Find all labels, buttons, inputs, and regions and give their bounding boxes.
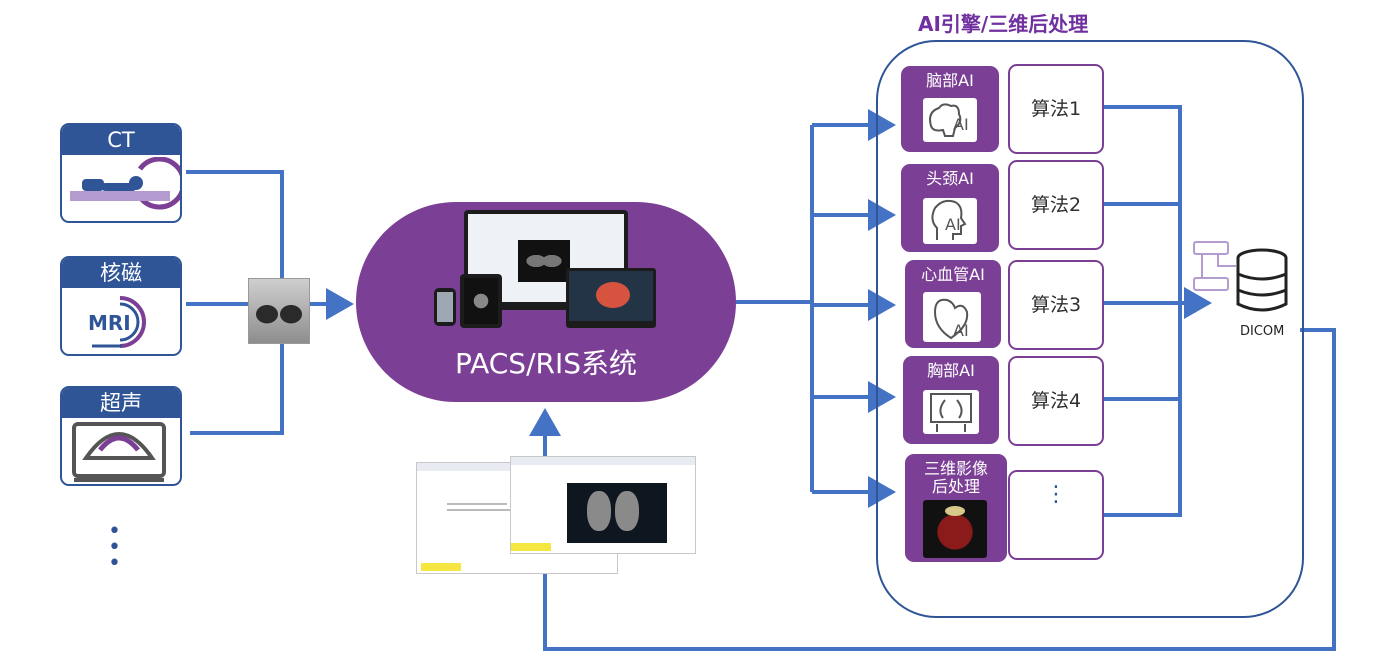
phone-image <box>434 288 456 326</box>
mri-icon: MRI <box>88 296 146 348</box>
algorithm-box-more: ⋮ <box>1008 470 1104 560</box>
svg-text:AI: AI <box>953 321 969 340</box>
us-line <box>190 342 284 435</box>
dicom-label: DICOM <box>1240 324 1285 339</box>
ai-module-brain: 脑部AI AI <box>901 66 999 152</box>
modality-label: 超声 <box>62 388 180 418</box>
ai-module-label-line1: 三维影像 <box>923 459 988 478</box>
workstation-screenshot-front <box>510 456 696 554</box>
ai-module-chest: 胸部AI <box>903 356 999 444</box>
svg-text:AI: AI <box>945 215 961 234</box>
dicom-database-icon <box>1193 241 1288 312</box>
ai-module-head-neck: 头颈AI AI <box>901 164 999 252</box>
algo1-line <box>1102 105 1182 517</box>
chest-xray-image <box>248 278 310 344</box>
ai-engine-panel <box>876 40 1304 618</box>
tablet-image <box>460 274 502 328</box>
algorithm-box-4: 算法4 <box>1008 356 1104 446</box>
algorithm-box-3: 算法3 <box>1008 260 1104 350</box>
more-modalities-dots: ••• <box>108 519 121 576</box>
engine-title: AI引擎/三维后处理 <box>918 12 1089 36</box>
ultrasound-icon <box>72 422 166 482</box>
svg-text:MRI: MRI <box>88 311 131 335</box>
head-neck-ai-icon: AI <box>923 198 977 244</box>
ai-module-label: 心血管AI <box>921 265 985 284</box>
chest-ai-icon <box>923 390 979 434</box>
modality-label: CT <box>62 125 180 155</box>
laptop-image <box>566 268 656 328</box>
ai-module-cardiovascular: 心血管AI AI <box>905 260 1001 348</box>
more-algorithms-dots: ⋮ <box>1045 482 1067 507</box>
ai-module-label: 胸部AI <box>927 361 975 380</box>
ct-scanner-icon <box>70 157 180 210</box>
pacs-ris-label: PACS/RIS系统 <box>454 347 637 380</box>
3d-heart-render-icon <box>923 500 987 558</box>
ai-module-label: 脑部AI <box>926 71 974 90</box>
modality-card-ultrasound: 超声 <box>60 386 182 486</box>
ai-module-label: 头颈AI <box>926 169 974 188</box>
algorithm-box-1: 算法1 <box>1008 64 1104 154</box>
modality-label: 核磁 <box>62 258 180 288</box>
heart-ai-icon: AI <box>923 292 981 342</box>
ai-module-label-line2: 后处理 <box>931 477 980 496</box>
pacs-ris-system: PACS/RIS系统 <box>356 202 736 402</box>
feedback-line <box>543 328 1336 651</box>
modality-card-mri: 核磁 MRI <box>60 256 182 356</box>
brain-ai-icon: AI <box>923 98 977 142</box>
ai-module-3d-postprocessing: 三维影像 后处理 <box>905 454 1007 562</box>
algorithm-box-2: 算法2 <box>1008 160 1104 250</box>
modality-card-ct: CT <box>60 123 182 223</box>
svg-text:AI: AI <box>953 115 969 134</box>
ct-line <box>186 170 284 282</box>
